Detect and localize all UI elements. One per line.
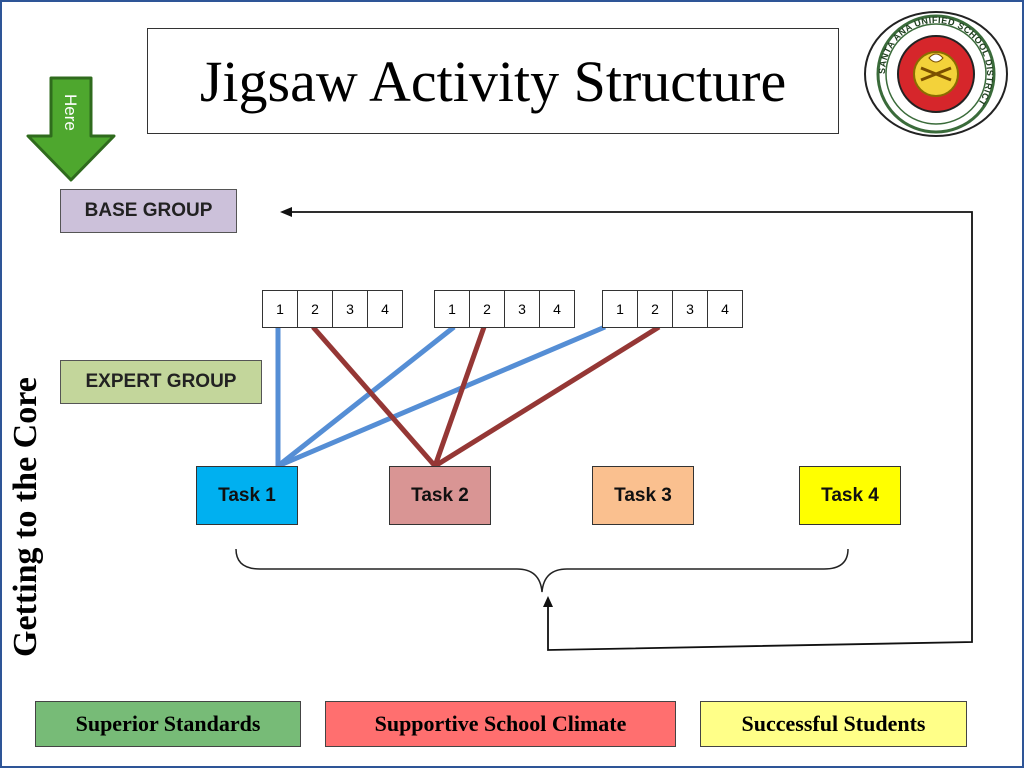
- task-4-label: Task 4: [821, 484, 879, 506]
- number-cell: 3: [332, 290, 368, 328]
- number-cell: 1: [602, 290, 638, 328]
- connector-row2-to-task2: [432, 326, 487, 467]
- expert-group-box: EXPERT GROUP: [60, 360, 262, 404]
- expert-number-row-3: 1 2 3 4: [602, 290, 743, 328]
- expert-number-row-1: 1 2 3 4: [262, 290, 403, 328]
- task-1-box: Task 1: [196, 466, 298, 525]
- return-arrowhead: [280, 207, 292, 217]
- number-cell: 2: [637, 290, 673, 328]
- number-cell: 3: [504, 290, 540, 328]
- district-seal-logo: SANTA ANA UNIFIED SCHOOL DISTRICT: [864, 11, 1008, 137]
- number-cell: 4: [367, 290, 403, 328]
- here-arrow-icon: [26, 76, 116, 182]
- base-group-label: BASE GROUP: [84, 200, 213, 221]
- connector-row3-to-task2: [433, 324, 661, 469]
- number-cell: 4: [707, 290, 743, 328]
- task-2-box: Task 2: [389, 466, 491, 525]
- slide-title: Jigsaw Activity Structure: [147, 28, 839, 134]
- number-cell: 2: [297, 290, 333, 328]
- tasks-brace: [235, 548, 849, 593]
- expert-number-row-2: 1 2 3 4: [434, 290, 575, 328]
- task-3-box: Task 3: [592, 466, 694, 525]
- brace-arrowhead: [543, 596, 553, 607]
- number-cell: 2: [469, 290, 505, 328]
- return-loop-line: [290, 211, 973, 651]
- task-2-label: Task 2: [411, 484, 469, 506]
- base-group-box: BASE GROUP: [60, 189, 237, 233]
- connector-row3-to-task1: [277, 324, 606, 469]
- task-1-label: Task 1: [218, 484, 276, 506]
- footer-successful-students: Successful Students: [700, 701, 967, 747]
- side-label: Getting to the Core: [7, 377, 44, 657]
- number-cell: 1: [434, 290, 470, 328]
- number-cell: 4: [539, 290, 575, 328]
- task-3-label: Task 3: [614, 484, 672, 506]
- connector-row1-to-task2: [311, 325, 437, 468]
- here-label: Here: [61, 94, 80, 131]
- number-cell: 1: [262, 290, 298, 328]
- number-cell: 3: [672, 290, 708, 328]
- expert-group-label: EXPERT GROUP: [85, 371, 237, 392]
- footer-superior-standards: Superior Standards: [35, 701, 301, 747]
- connector-row2-to-task1: [276, 325, 456, 468]
- footer-supportive-climate: Supportive School Climate: [325, 701, 676, 747]
- task-4-box: Task 4: [799, 466, 901, 525]
